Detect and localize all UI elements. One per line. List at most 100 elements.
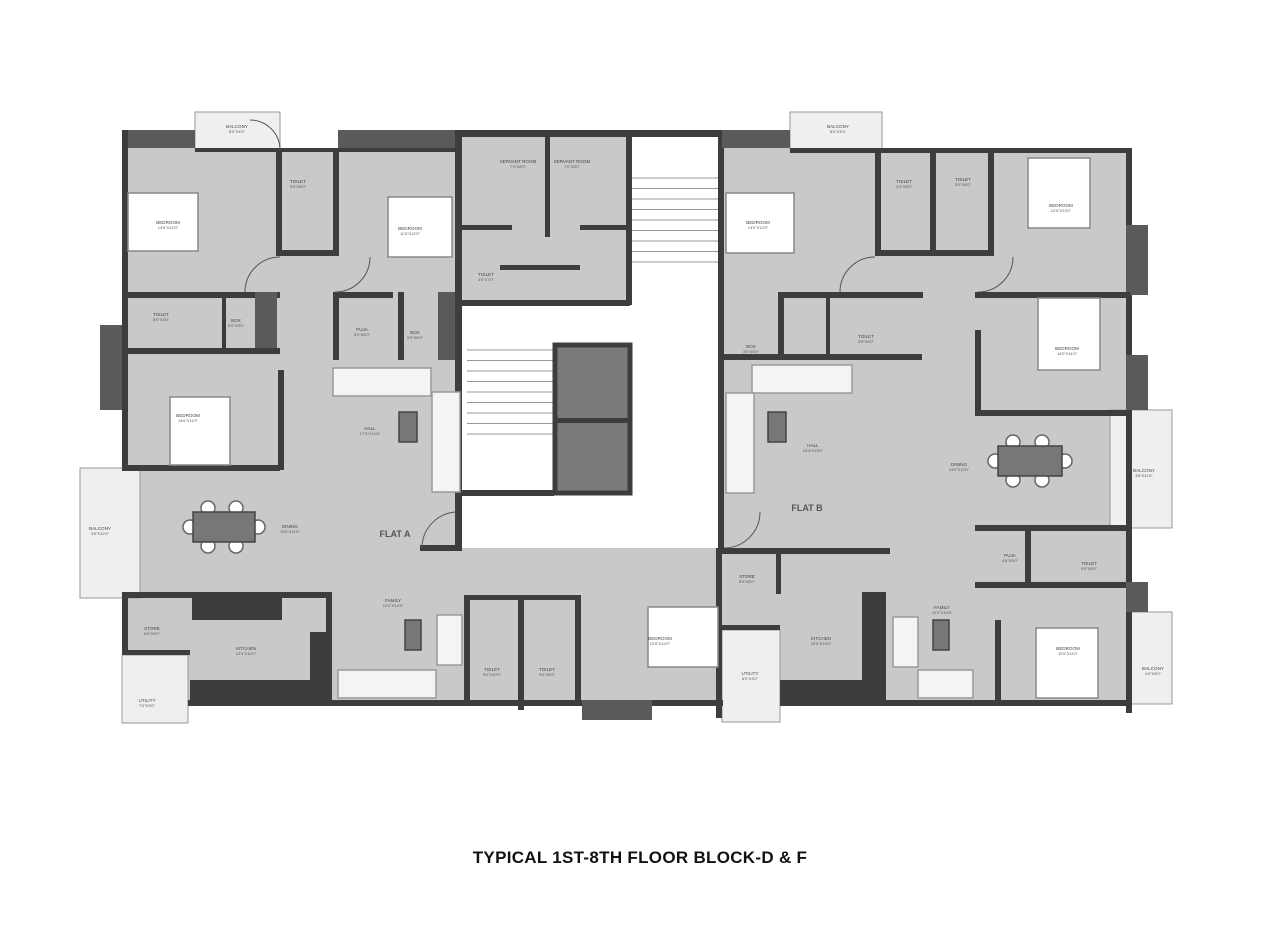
room-dimension: 6'0"X5'0"	[144, 631, 161, 636]
room-name: HALL	[807, 443, 819, 448]
room-name: BEDROOM	[156, 220, 180, 225]
room-name: STORE	[144, 626, 160, 631]
flat-label: FLAT A	[380, 529, 411, 539]
room-name: FAMILY	[934, 605, 950, 610]
room-dimension: 3'6"X12'0"	[91, 531, 110, 536]
bed	[127, 192, 199, 252]
room-name: BEDROOM	[648, 636, 672, 641]
room-name: DINING	[282, 524, 299, 529]
room-dimension: 8'0"X4'0"	[830, 129, 847, 134]
room-name: TOILET	[539, 667, 555, 672]
bed	[387, 196, 453, 258]
room-dimension: 14'0"X11'0"	[1057, 351, 1078, 356]
room-name: STORE	[739, 574, 755, 579]
dining-table-a	[182, 500, 266, 554]
room-name: TOILET	[1081, 561, 1097, 566]
room-name: TOILET	[484, 667, 500, 672]
room-dimension: 7'0"X8'0"	[510, 164, 527, 169]
room-name: BOX	[231, 318, 241, 323]
room-name: BOX	[410, 330, 420, 335]
room-dimension: 14'6"X11'0"	[178, 418, 199, 423]
room-dimension: 5'0"X8'0"	[955, 182, 972, 187]
room-dimension: 5'0"X5'0"	[539, 672, 556, 677]
room-dimension: 14'6"X12'0"	[158, 225, 179, 230]
bed	[169, 396, 231, 466]
plan-title: TYPICAL 1ST-8TH FLOOR BLOCK-D & F	[472, 848, 808, 867]
room-name: KITCHEN	[236, 646, 256, 651]
room-name: BALCONY	[226, 124, 248, 129]
room-name: TOILET	[153, 312, 169, 317]
room-name: BALCONY	[1133, 468, 1155, 473]
room-name: BEDROOM	[746, 220, 770, 225]
room-dimension: 12'0"X14'0"	[650, 641, 671, 646]
bed	[725, 192, 795, 254]
room-name: BEDROOM	[1056, 646, 1080, 651]
room-name: BOX	[746, 344, 756, 349]
room-dimension: 5'6"X6'0"	[858, 339, 875, 344]
room-dimension: 10'0"X14'0"	[811, 641, 832, 646]
room-name: PUJA	[1004, 553, 1017, 558]
room-dimension: 10'3"X14'6"	[932, 610, 953, 615]
room-dimension: 3'6"X11'6"	[1135, 473, 1153, 478]
room-name: SERVANT ROOM	[554, 159, 591, 164]
sofa	[917, 669, 974, 699]
room-dimension: 12'0"X10'0"	[236, 651, 257, 656]
sofa	[332, 367, 432, 397]
room-name: DINING	[951, 462, 968, 467]
flat-label: FLAT B	[791, 503, 823, 513]
room-name: TOILET	[896, 179, 912, 184]
room-name: BEDROOM	[398, 226, 422, 231]
furniture	[127, 119, 1101, 699]
room-dimension: 13'0"X11'6"	[280, 529, 301, 534]
room-dimension: 5'0"X10'0"	[483, 672, 502, 677]
room-dimension: 5'0"X8'0"	[290, 184, 307, 189]
room-name: BALCONY	[89, 526, 111, 531]
room-dimension: 24'3"X15'0"	[803, 448, 824, 453]
sofa	[725, 392, 755, 494]
room-name: KITCHEN	[811, 636, 831, 641]
room-dimension: 3'0"X6'0"	[743, 349, 760, 354]
bed	[1035, 627, 1099, 699]
room-name: TOILET	[290, 179, 306, 184]
room-dimension: 5'0"X6'0"	[407, 335, 424, 340]
room-name: TOILET	[858, 334, 874, 339]
floor-areas	[122, 137, 1130, 703]
dining-table-b	[987, 434, 1073, 488]
room-dimension: 17'3"X14'6"	[360, 431, 381, 436]
room-dimension: 8'0"X5'0"	[153, 317, 170, 322]
staircase	[467, 177, 720, 435]
room-dimension: 11'0"X12'0"	[400, 231, 421, 236]
sofa	[436, 614, 463, 666]
room-name: TOILET	[955, 177, 971, 182]
room-name: SERVANT ROOM	[500, 159, 537, 164]
room-dimension: 7'0"X8'0"	[564, 164, 581, 169]
room-name: BEDROOM	[176, 413, 200, 418]
room-name: BEDROOM	[1049, 203, 1073, 208]
room-dimension: 5'0"X6'0"	[354, 332, 371, 337]
room-dimension: 5'0"X3'0"	[228, 323, 245, 328]
room-dimension: 13'0"X13'0"	[949, 467, 970, 472]
room-dimension: 3'0"X8'0"	[896, 184, 913, 189]
bed	[1037, 297, 1101, 371]
room-dimension: 12'0"X11'0"	[1058, 651, 1079, 656]
walls	[100, 130, 1148, 720]
room-name: BALCONY	[827, 124, 849, 129]
balconies	[79, 111, 1173, 724]
room-name: HALL	[364, 426, 376, 431]
room-name: PUJA	[356, 327, 369, 332]
sofa	[431, 391, 461, 493]
room-dimension: 5'0"X6'0"	[739, 579, 756, 584]
room-dimension: 9'0"X5'0"	[1081, 566, 1098, 571]
room-dimension: 8'0"X4'0"	[229, 129, 246, 134]
room-dimension: 12'0"X13'0"	[1051, 208, 1072, 213]
bed	[1027, 157, 1091, 229]
sofa	[751, 364, 853, 394]
sofa	[892, 616, 919, 668]
room-dimension: 4'0"X8'0"	[1145, 671, 1162, 676]
sofa	[337, 669, 437, 699]
room-name: UTILITY	[741, 671, 758, 676]
room-dimension: 6'0"X3'0"	[742, 676, 759, 681]
room-labels: BALCONY8'0"X4'0"BEDROOM14'6"X12'0"TOILET…	[89, 124, 1164, 708]
room-dimension: 4'6"X5'0"	[1002, 558, 1019, 563]
